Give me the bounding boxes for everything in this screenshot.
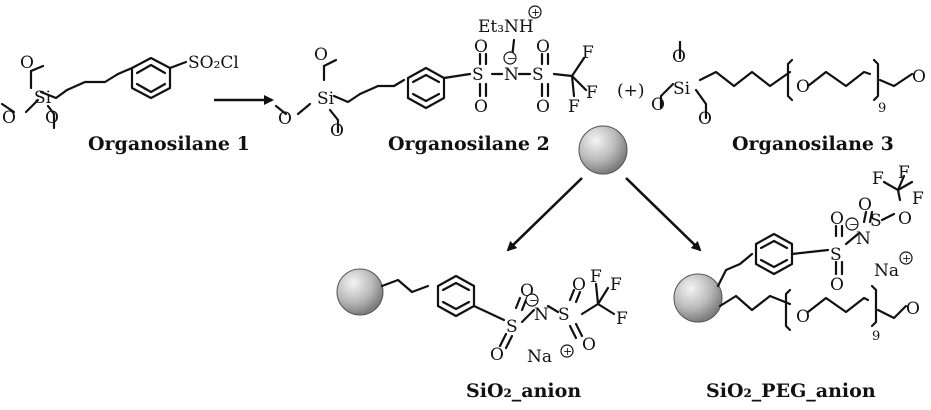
atom-s: S (830, 245, 842, 265)
positive-charge: + (560, 344, 574, 358)
atom-o: O (698, 109, 712, 129)
atom-f: F (616, 309, 628, 329)
atom-o: O (2, 108, 16, 128)
sodium-counterion: Na (527, 347, 552, 367)
atom-f: F (912, 189, 924, 209)
svg-text:+: + (563, 345, 572, 358)
organosilane-2-structure: O Si O O S O O N S O O F F F Et₃NH + − (274, 5, 598, 141)
atom-si: Si (673, 79, 691, 99)
atom-f: F (872, 169, 884, 189)
atom-o: O (572, 275, 586, 295)
atom-o: O (490, 345, 504, 365)
atom-o: O (474, 97, 488, 117)
atom-o: O (582, 335, 596, 355)
atom-s: S (870, 211, 882, 231)
svg-text:+: + (902, 252, 911, 265)
atom-o: O (912, 67, 926, 87)
atom-o: O (830, 275, 844, 295)
atom-o: O (314, 45, 328, 65)
reaction-arrow-left (506, 177, 583, 252)
plus-sign: (+) (617, 81, 645, 101)
silica-particle (336, 268, 384, 316)
atom-si: Si (317, 89, 335, 109)
atom-o: O (796, 307, 810, 327)
atom-o: O (796, 77, 810, 97)
organosilane-3-structure: O Si O O O 9 O (651, 40, 926, 129)
sio2-anion-structure: S O O N S O O F F F Na − + (336, 267, 628, 367)
atom-o: O (906, 299, 920, 319)
atom-o: O (830, 209, 844, 229)
silica-particle (673, 273, 723, 323)
atom-f: F (582, 43, 594, 63)
atom-f: F (898, 163, 910, 183)
positive-charge: + (899, 251, 913, 265)
negative-charge: − (503, 51, 517, 65)
atom-si: Si (34, 88, 52, 108)
sodium-counterion: Na (874, 261, 899, 281)
atom-o: O (651, 95, 665, 115)
atom-n: N (856, 229, 871, 249)
atom-o: O (20, 53, 34, 73)
svg-text:+: + (531, 6, 540, 19)
sio2-peg-anion-structure: S O O N S O O F F F Na − + O 9 O (673, 163, 924, 344)
sio2-anion-label: SiO₂_anion (466, 380, 581, 402)
atom-s: S (506, 317, 518, 337)
atom-s: S (532, 65, 544, 85)
organosilane-2-label: Organosilane 2 (388, 133, 550, 155)
negative-charge: − (525, 293, 539, 307)
atom-o: O (898, 209, 912, 229)
sio2-peg-anion-label: SiO₂_PEG_anion (706, 380, 876, 402)
atom-f: F (590, 267, 602, 287)
atom-o: O (45, 108, 59, 128)
atom-s: S (558, 305, 570, 325)
atom-o: O (672, 47, 686, 67)
atom-n: N (504, 65, 519, 85)
svg-text:−: − (849, 218, 858, 231)
atom-s: S (472, 65, 484, 85)
positive-charge: + (528, 5, 542, 19)
repeat-subscript: 9 (872, 329, 880, 344)
atom-o: O (536, 97, 550, 117)
atom-o: O (474, 37, 488, 57)
svg-text:−: − (529, 294, 538, 307)
reaction-arrow-right (625, 177, 702, 252)
triethylammonium-counterion: Et₃NH (478, 17, 534, 37)
organosilane-1-structure: O Si O O SO₂Cl (0, 53, 239, 130)
atom-o: O (278, 109, 292, 129)
sulfonyl-chloride-group: SO₂Cl (188, 53, 239, 73)
atom-o: O (536, 37, 550, 57)
atom-o: O (330, 121, 344, 141)
atom-f: F (610, 275, 622, 295)
organosilane-1-label: Organosilane 1 (88, 133, 250, 155)
repeat-subscript: 9 (878, 101, 886, 116)
atom-o: O (858, 195, 872, 215)
negative-charge: − (845, 217, 859, 231)
organosilane-3-label: Organosilane 3 (732, 133, 894, 155)
atom-n: N (534, 305, 549, 325)
silica-particle (578, 125, 628, 175)
atom-f: F (568, 97, 580, 117)
svg-text:−: − (507, 52, 516, 65)
atom-f: F (586, 83, 598, 103)
